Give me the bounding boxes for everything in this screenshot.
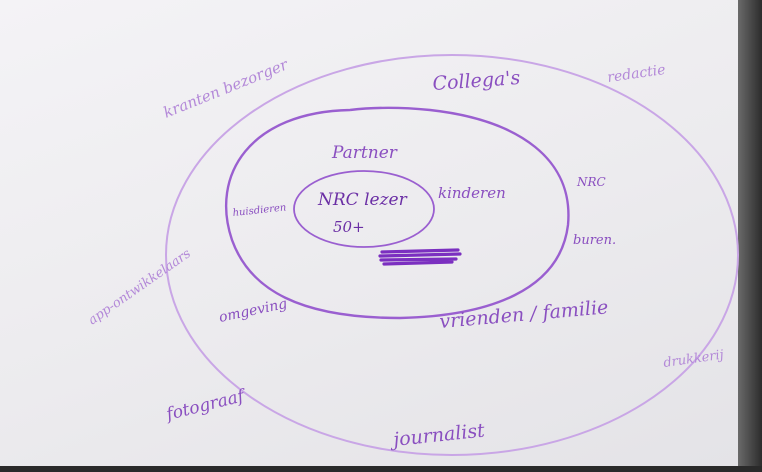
center-circle (293, 170, 435, 248)
label-kinderen: kinderen (438, 184, 506, 202)
label-app-ontwikkelaars: app-ontwikkelaars (86, 246, 194, 328)
middle-ring (224, 106, 570, 320)
center-label-line2: 50+ (333, 218, 365, 236)
label-journalist: journalist (388, 419, 486, 451)
outer-ring (165, 54, 739, 456)
label-partner: Partner (331, 143, 398, 163)
label-huisdieren: huisdieren (232, 202, 287, 219)
label-collegas: Collega's (432, 67, 521, 95)
label-nrc: NRC (576, 175, 606, 189)
label-omgeving: omgeving (218, 296, 289, 326)
table-edge-bottom (0, 466, 762, 472)
label-redactie: redactie (606, 62, 666, 86)
paper-sheet (0, 0, 738, 466)
center-label-line1: NRC lezer (317, 190, 408, 210)
label-fotograaf: fotograaf (162, 386, 248, 426)
label-buren: buren. (573, 233, 616, 248)
label-vrienden-familie: vrienden / familie (439, 296, 610, 333)
label-kranten-bezorger: kranten bezorger (161, 55, 291, 122)
scribbled-out-word (378, 248, 462, 266)
table-edge-right (738, 0, 762, 472)
label-drukkerij: drukkerij (662, 348, 724, 371)
